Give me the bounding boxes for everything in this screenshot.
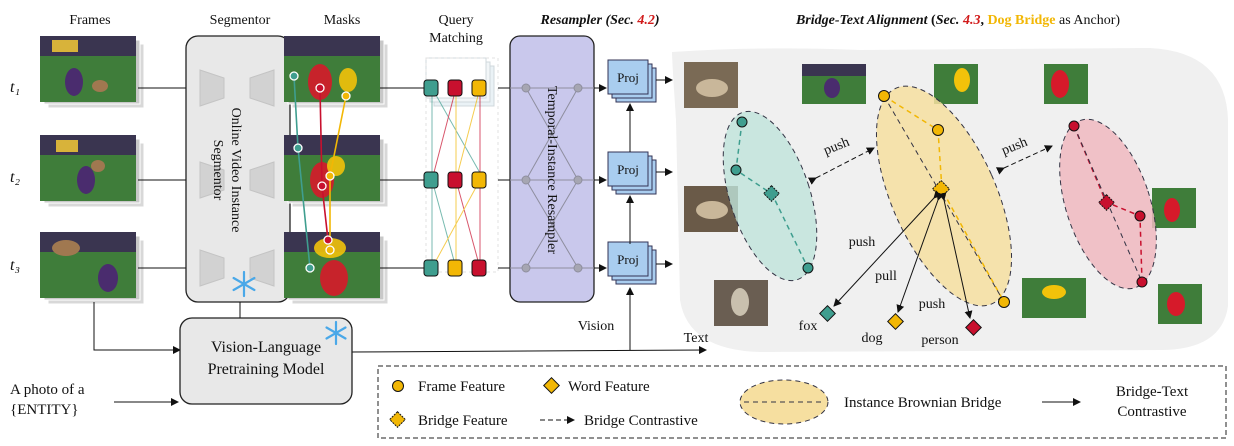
text-label: Text (684, 331, 709, 346)
legend-bridge-feature-marker (389, 411, 406, 428)
person-bridge (1059, 118, 1157, 290)
thumb-field-4 (1022, 278, 1086, 318)
proj-box-2 (607, 151, 657, 195)
frames-header: Frames (69, 13, 110, 28)
frozen-snowflake-icon (232, 270, 256, 298)
legend-word-feature-marker (543, 377, 560, 394)
legend-bridge-feature: Bridge Feature (418, 413, 508, 429)
word-label-dog: dog (862, 331, 883, 346)
push-label-fox: push (849, 235, 875, 250)
word-label-person: person (921, 333, 958, 348)
prompt-line2: {ENTITY} (10, 402, 79, 418)
word-feature-dog (887, 313, 904, 330)
proj-label-2: Proj (617, 162, 639, 177)
proj-box-3 (607, 241, 657, 285)
resampler-box (509, 35, 595, 303)
query-matching (423, 57, 499, 277)
vlp-box (179, 317, 353, 405)
word-feature-person (965, 319, 982, 336)
pull-label-dog: pull (875, 269, 897, 284)
frame-stack-3 (40, 232, 145, 305)
vlp-label-line1: Vision-Language (211, 339, 321, 356)
time-label-2: t₂ (10, 169, 20, 186)
legend-word-feature: Word Feature (568, 379, 650, 395)
vlp-label-line2: Pretraining Model (208, 361, 325, 378)
legend-bridge-text-line2: Contrastive (1117, 404, 1186, 420)
proj-box-1 (607, 59, 657, 103)
masks-header: Masks (324, 13, 361, 28)
query-header-line1: Query (439, 13, 474, 28)
mask-stack-3 (284, 232, 389, 305)
resampler-label: Temporal-Instance Resampler (544, 86, 559, 254)
vlp-snowflake-icon (325, 320, 347, 346)
time-label-1: t₁ (10, 79, 20, 96)
legend-frame-feature-marker (392, 380, 404, 392)
mask-stack-2 (284, 135, 389, 208)
bridge-header: Bridge-Text Alignment (Sec. 4.3, Dog Bri… (795, 13, 1120, 28)
time-label-3: t₃ (10, 257, 20, 274)
thumb-field-6 (1158, 284, 1202, 324)
prompt-line1: A photo of a (10, 382, 85, 398)
thumb-field-1 (802, 64, 866, 104)
segmentor-header: Segmentor (210, 13, 271, 28)
mask-stack-1 (284, 36, 389, 109)
proj-label-1: Proj (617, 70, 639, 85)
legend-bridge-text-line1: Bridge-Text (1116, 384, 1189, 400)
word-label-fox: fox (799, 319, 818, 334)
query-header-line2: Matching (429, 31, 483, 46)
thumb-field-2 (934, 64, 978, 104)
thumb-dog-1 (684, 62, 738, 108)
resampler-header: Resampler (Sec. 4.2) (540, 13, 660, 28)
proj-label-3: Proj (617, 252, 639, 267)
legend-instance-bridge: Instance Brownian Bridge (844, 395, 1002, 411)
frame-stack-2 (40, 135, 145, 208)
frame-stack-1 (40, 36, 145, 109)
thumb-field-3 (1044, 64, 1088, 104)
word-feature-fox (819, 305, 836, 322)
segmentor-label-line1: Online Video Instance (228, 108, 243, 233)
thumb-dog-3 (714, 280, 768, 326)
legend-bridge-contrastive: Bridge Contrastive (584, 413, 698, 429)
segmentor-label-line2: Segmentor (210, 140, 225, 201)
push-label-person: push (919, 297, 945, 312)
legend-frame-feature: Frame Feature (418, 379, 505, 395)
thumb-field-5 (1152, 188, 1196, 228)
legend-box (377, 365, 1227, 439)
vision-label: Vision (578, 319, 615, 334)
